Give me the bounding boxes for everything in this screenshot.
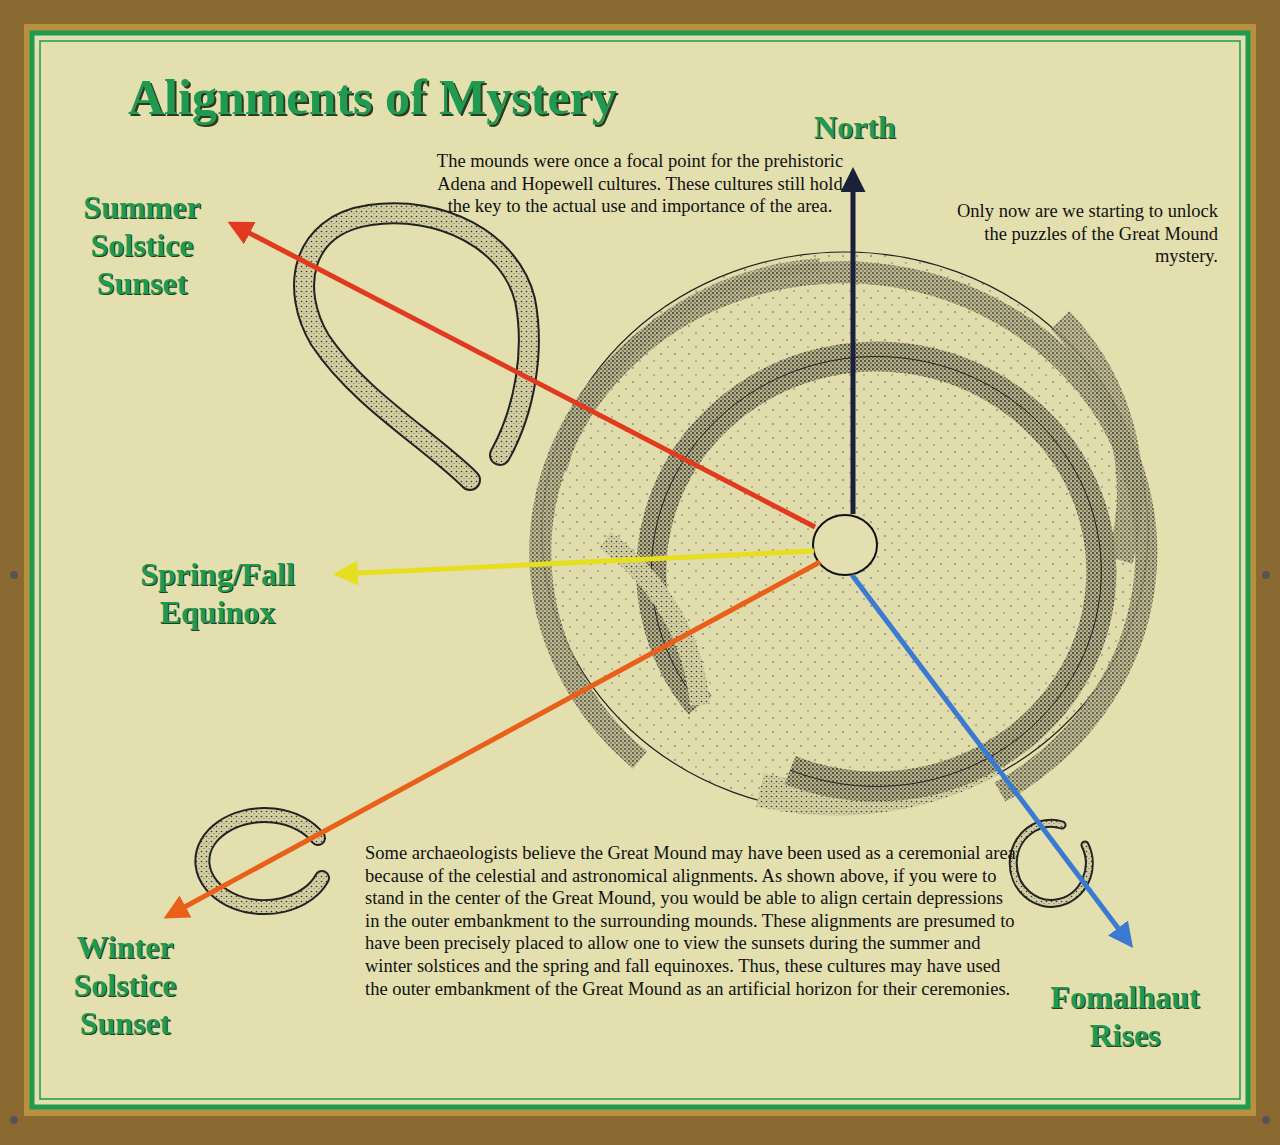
intro-note: The mounds were once a focal point for t…: [425, 150, 855, 218]
mystery-note: Only now are we starting to unlock the p…: [950, 200, 1218, 268]
equinox-arrow: [338, 551, 814, 574]
frame-inner: [24, 24, 1256, 1116]
north-arrow: [851, 172, 856, 514]
great-mound: [540, 252, 1148, 812]
sign-panel: [32, 33, 1248, 1107]
body-note: Some archaeologists believe the Great Mo…: [365, 842, 1017, 1000]
screw: [10, 1116, 18, 1124]
fomalhaut-label: Fomalhaut Rises: [1030, 978, 1220, 1054]
equinox-label: Spring/Fall Equinox: [110, 555, 325, 631]
central-mound: [813, 515, 877, 575]
screw: [10, 571, 18, 579]
summer-arrow: [232, 224, 815, 527]
north-label: North: [800, 108, 910, 146]
screw: [1262, 571, 1270, 579]
panel-border: [40, 41, 1240, 1099]
horseshoe-mound: [304, 213, 529, 480]
winter-label: Winter Solstice Sunset: [50, 928, 200, 1042]
summer-label: Summer Solstice Sunset: [62, 188, 222, 302]
small-mound-west: [202, 815, 322, 907]
screw: [1262, 1116, 1270, 1124]
sign-title: Alignments of Mystery: [128, 68, 617, 126]
